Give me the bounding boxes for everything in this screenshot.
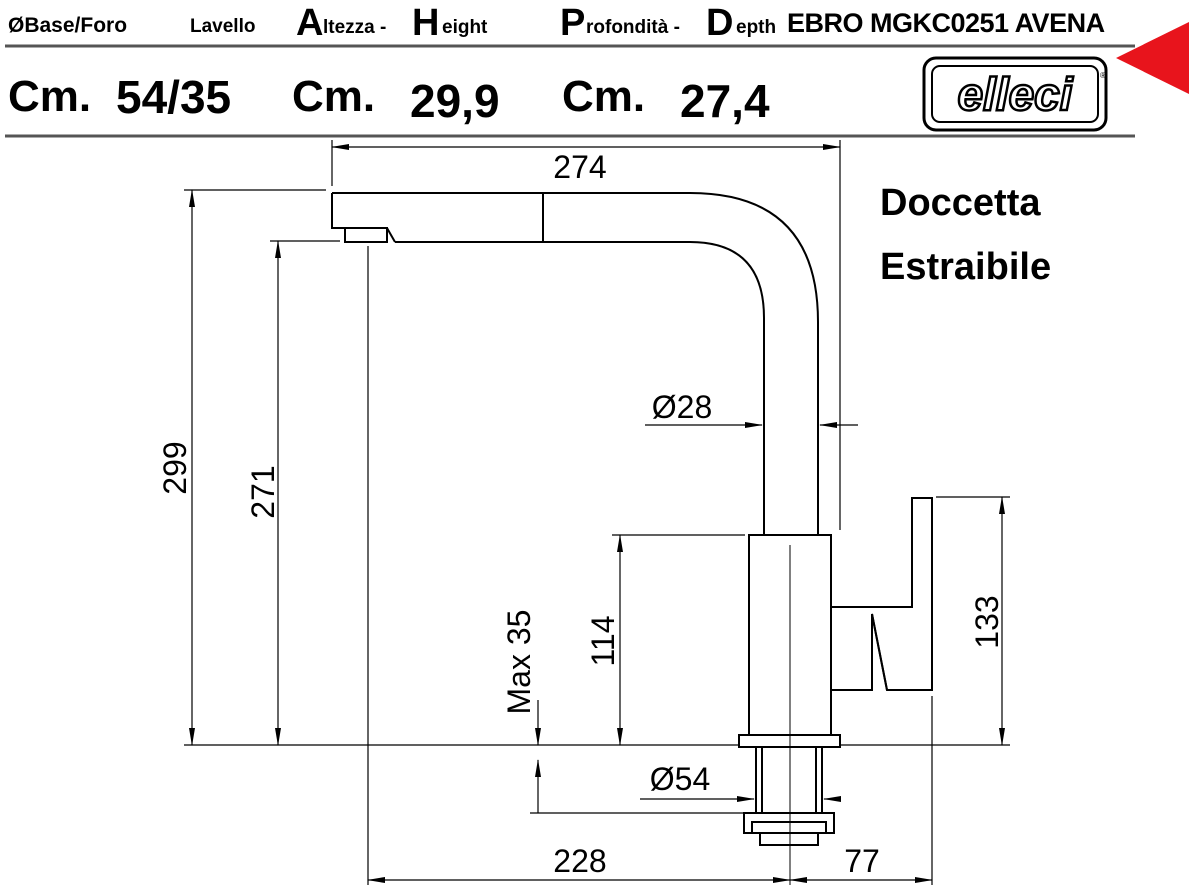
height-label-it: ltezza - [323,17,387,38]
dim-spout-height: 271 [245,465,281,518]
dim-body-height: 114 [585,615,621,666]
height-label-en: eight [442,17,488,38]
base-suffix: Lavello [190,16,256,37]
depth-initial-p: P [560,2,586,44]
elleci-logo: elleci ® [922,56,1108,132]
product-name: EBRO MGKC0251 AVENA [787,8,1105,38]
depth-label-en: epth [736,17,777,38]
depth-label-it: rofondità - [586,17,680,38]
dim-base-diameter: Ø54 [650,761,710,797]
height-initial-h: H [412,2,440,44]
faucet-outline [331,192,933,846]
feature-line-2: Estraibile [880,246,1052,288]
base-label: ØBase/Foro [8,14,128,37]
red-arrow-icon [1116,22,1189,94]
depth-initial-d: D [706,2,734,44]
height-initial-a: A [296,2,324,44]
dim-handle-height: 133 [969,595,1005,648]
dim-reach: 228 [553,843,606,879]
depth-value: 27,4 [680,75,770,127]
dimension-lines [184,140,1010,885]
logo-text: elleci [957,68,1073,120]
dim-handle-depth: 77 [844,843,880,879]
dim-total-height: 299 [157,441,193,494]
height-value: 29,9 [410,75,500,127]
dimension-labels: 274 299 271 Ø28 114 Max 35 133 Ø54 228 7… [157,149,1005,879]
base-value: 54/35 [116,71,232,123]
base-cm-unit: Cm. [8,72,92,121]
feature-line-1: Doccetta [880,182,1041,224]
depth-cm-unit: Cm. [562,72,646,121]
dim-tube-diameter: Ø28 [652,389,712,425]
svg-text:®: ® [1100,71,1106,80]
dim-max-thickness: Max 35 [501,610,537,715]
height-cm-unit: Cm. [292,72,376,121]
dim-width-top: 274 [553,149,606,185]
